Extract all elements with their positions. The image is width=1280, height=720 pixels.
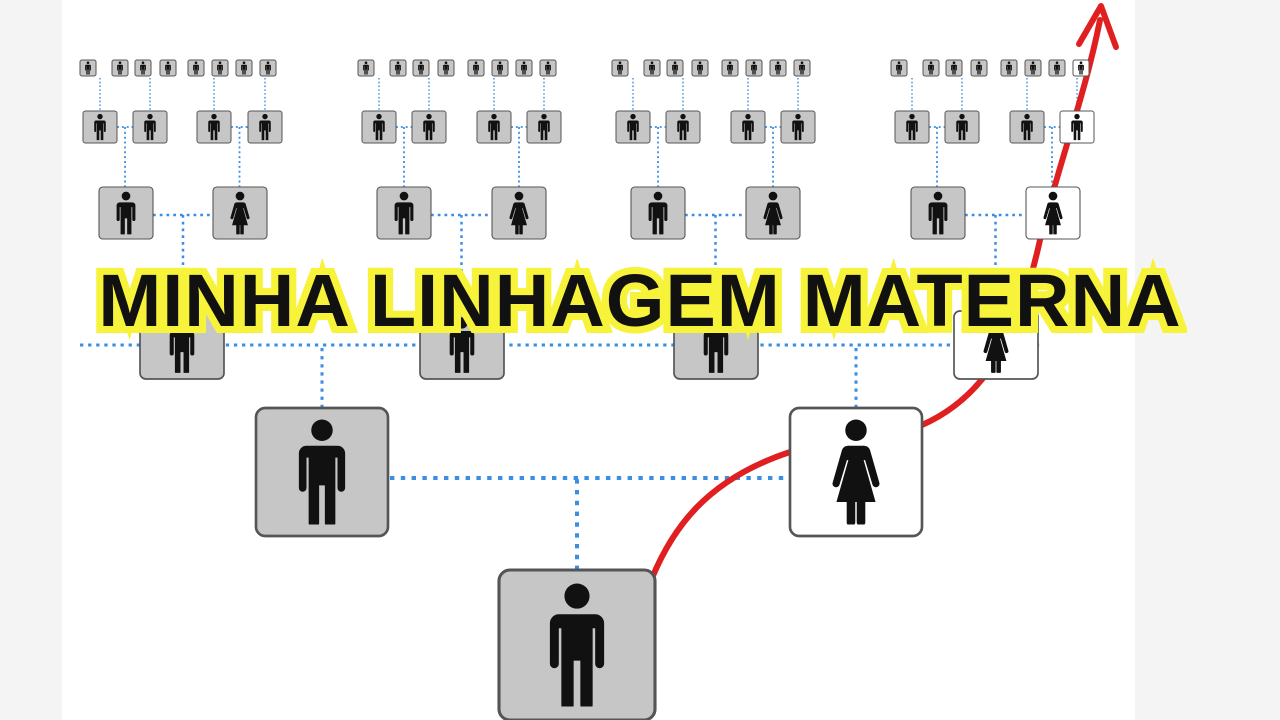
ancestor-person-g5 bbox=[389, 59, 407, 77]
right-margin bbox=[1135, 0, 1280, 720]
ancestor-person-g4 bbox=[526, 110, 562, 144]
mother-person bbox=[788, 406, 924, 538]
ancestor-person-g4 bbox=[82, 110, 118, 144]
ancestor-person-g5 bbox=[643, 59, 661, 77]
ancestor-person-g5 bbox=[769, 59, 787, 77]
ancestor-person-g4 bbox=[132, 110, 168, 144]
ancestor-person-g5 bbox=[134, 59, 152, 77]
ancestor-person-g4 bbox=[361, 110, 397, 144]
ancestor-person-g5 bbox=[79, 59, 97, 77]
ancestor-person-g5 bbox=[412, 59, 430, 77]
ancestor-person-g5 bbox=[211, 59, 229, 77]
ancestor-person-g4 bbox=[411, 110, 447, 144]
grandparent-person bbox=[673, 310, 759, 380]
ancestor-person-g4 bbox=[730, 110, 766, 144]
ancestor-person-g5 bbox=[970, 59, 988, 77]
great-grandparent-person bbox=[491, 186, 547, 240]
ancestor-person-g5 bbox=[721, 59, 739, 77]
ancestor-person-g5 bbox=[1072, 59, 1090, 77]
ancestor-person-g5 bbox=[491, 59, 509, 77]
great-grandparent-person bbox=[376, 186, 432, 240]
ancestor-person-g5 bbox=[691, 59, 709, 77]
ancestor-person-g4 bbox=[780, 110, 816, 144]
ancestor-person-g5 bbox=[611, 59, 629, 77]
ancestor-person-g4 bbox=[247, 110, 283, 144]
ancestor-person-g5 bbox=[437, 59, 455, 77]
title-banner: MINHA LINHAGEM MATERNA bbox=[0, 250, 1280, 350]
ancestor-person-g5 bbox=[187, 59, 205, 77]
ancestor-person-g4 bbox=[665, 110, 701, 144]
ancestor-person-g5 bbox=[259, 59, 277, 77]
great-grandparent-person bbox=[630, 186, 686, 240]
ancestor-person-g5 bbox=[357, 59, 375, 77]
ancestor-person-g4 bbox=[1009, 110, 1045, 144]
ancestor-person-g5 bbox=[945, 59, 963, 77]
ancestor-person-g4 bbox=[1059, 110, 1095, 144]
ancestor-person-g5 bbox=[793, 59, 811, 77]
ancestor-person-g5 bbox=[745, 59, 763, 77]
great-grandparent-person bbox=[745, 186, 801, 240]
great-grandparent-person bbox=[910, 186, 966, 240]
ancestor-person-g5 bbox=[159, 59, 177, 77]
ancestor-person-g5 bbox=[890, 59, 908, 77]
ancestor-person-g5 bbox=[1048, 59, 1066, 77]
ancestor-person-g4 bbox=[196, 110, 232, 144]
ancestor-person-g5 bbox=[539, 59, 557, 77]
ancestor-person-g5 bbox=[467, 59, 485, 77]
great-grandparent-person bbox=[1025, 186, 1081, 240]
ancestor-person-g5 bbox=[111, 59, 129, 77]
father-person bbox=[254, 406, 390, 538]
ancestor-person-g4 bbox=[476, 110, 512, 144]
ancestor-person-g5 bbox=[922, 59, 940, 77]
ancestor-person-g5 bbox=[666, 59, 684, 77]
arrow-up-icon bbox=[1076, 3, 1119, 50]
ancestor-person-g5 bbox=[515, 59, 533, 77]
grandparent-person bbox=[953, 310, 1039, 380]
great-grandparent-person bbox=[212, 186, 268, 240]
self-person bbox=[497, 568, 657, 720]
ancestor-person-g4 bbox=[894, 110, 930, 144]
grandparent-person bbox=[139, 310, 225, 380]
ancestor-person-g5 bbox=[235, 59, 253, 77]
great-grandparent-person bbox=[98, 186, 154, 240]
ancestor-person-g4 bbox=[615, 110, 651, 144]
grandparent-person bbox=[419, 310, 505, 380]
ancestor-person-g5 bbox=[1000, 59, 1018, 77]
left-margin bbox=[0, 0, 62, 720]
ancestor-person-g4 bbox=[944, 110, 980, 144]
ancestor-person-g5 bbox=[1024, 59, 1042, 77]
page-title: MINHA LINHAGEM MATERNA bbox=[91, 252, 1188, 349]
